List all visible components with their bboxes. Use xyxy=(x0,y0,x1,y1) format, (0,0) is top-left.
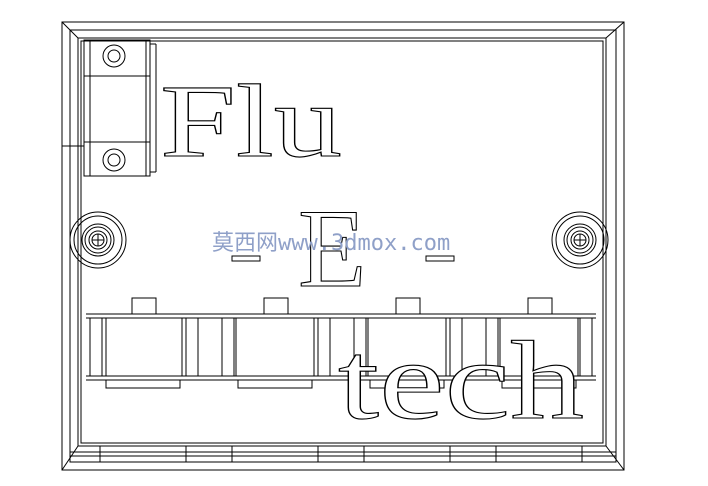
label-e: E xyxy=(298,187,366,311)
connector-row xyxy=(86,297,596,389)
outer-frame xyxy=(61,21,625,471)
bottom-segments xyxy=(99,446,583,462)
label-flu: Flu xyxy=(160,64,342,179)
right-screw xyxy=(551,211,609,269)
mount-bracket xyxy=(61,39,157,177)
watermark: 莫西网www.3dmox.com xyxy=(212,231,450,256)
left-screw xyxy=(69,211,127,269)
label-tech: tech xyxy=(338,319,584,443)
e-dashes xyxy=(231,255,455,262)
